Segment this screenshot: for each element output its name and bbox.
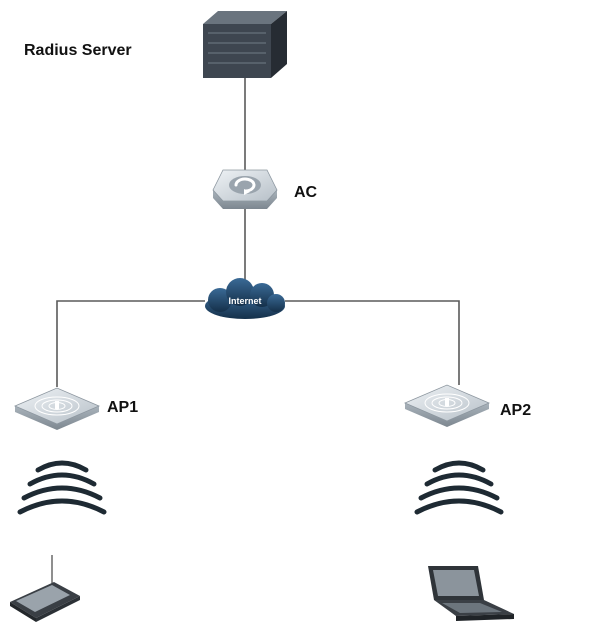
- ac-label: AC: [294, 184, 318, 201]
- radius-server-icon: [203, 11, 287, 78]
- ac-controller-icon: [212, 169, 278, 209]
- access-point-1-icon: [13, 387, 101, 430]
- connection-lines: [56, 78, 460, 387]
- ap2-label: AP2: [500, 402, 531, 419]
- link-internet-ap1: [56, 300, 205, 387]
- internet-cloud-icon: [205, 278, 285, 319]
- laptop-icon: [428, 566, 514, 621]
- radius-server-label: Radius Server: [24, 42, 132, 59]
- internet-label: Internet: [228, 296, 261, 306]
- wifi-waves-1-icon: [17, 460, 107, 515]
- wifi-waves-2-icon: [414, 460, 504, 515]
- link-internet-ap2: [285, 300, 460, 385]
- access-point-2-icon: [403, 384, 491, 427]
- pda-device-icon: [10, 555, 80, 622]
- ap1-label: AP1: [107, 399, 138, 416]
